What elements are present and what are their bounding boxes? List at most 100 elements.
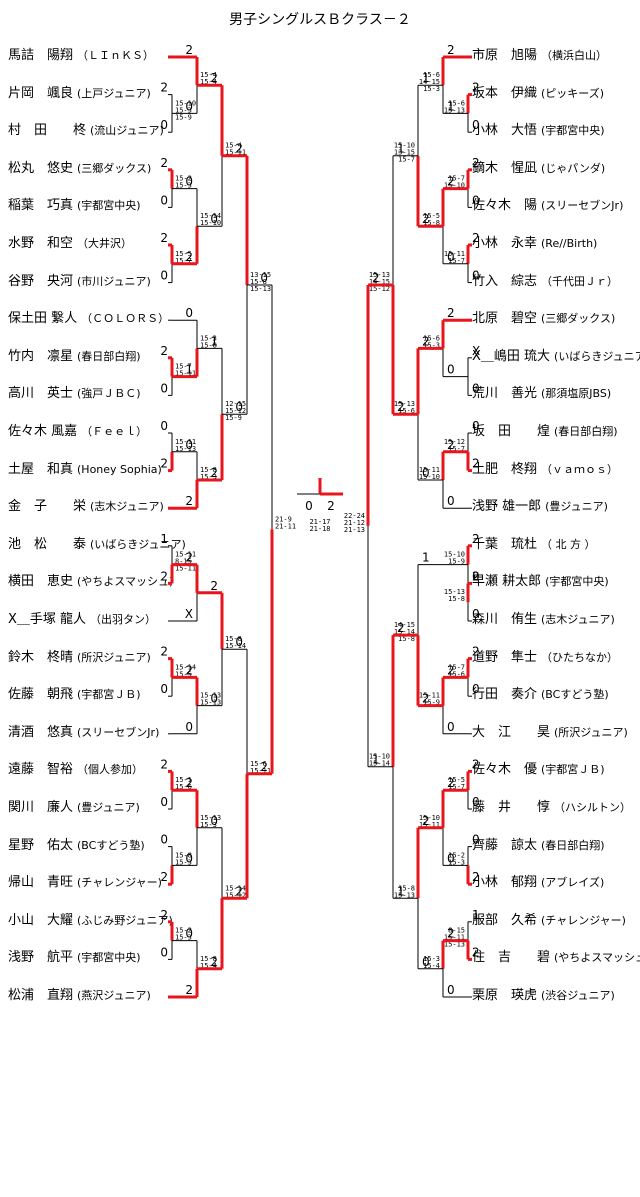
game-score: 15-10 (200, 219, 221, 227)
player-club: (那須塩原JBS) (541, 387, 612, 401)
game-score: 15-8 (398, 884, 415, 892)
game-score: 14-15 (394, 621, 415, 629)
player-club: (強戸ＪＢＣ) (77, 387, 141, 401)
set-count: 0 (472, 682, 480, 696)
set-count: 2 (160, 81, 168, 95)
player-club: (渋谷ジュニア) (541, 989, 615, 1002)
left-player-4: 松丸 悠史(三郷ダックス) (8, 161, 151, 177)
player-name: 遠藤 智裕 (8, 762, 74, 778)
game-score: 15-14 (394, 628, 415, 636)
game-score: 14-15 (369, 278, 390, 286)
game-score: 15-13 (200, 692, 221, 700)
game-score: 15-14 (175, 663, 196, 671)
game-score: 15-3 (200, 473, 217, 481)
player-name: 池 松 泰 (8, 536, 87, 552)
player-club: （ 北 方 ） (541, 537, 596, 551)
game-score: 15-11 (444, 250, 465, 258)
set-count: 2 (160, 457, 168, 471)
set-count: 2 (185, 551, 193, 565)
set-count: 2 (447, 175, 455, 189)
player-club: (豊ジュニア) (77, 801, 140, 814)
set-count: 1 (397, 884, 405, 898)
player-club: (春日部白翔) (541, 838, 605, 852)
set-count: 2 (185, 776, 193, 790)
player-name: 荒川 善光 (472, 386, 538, 402)
player-name: 道野 隼士 (472, 649, 538, 665)
game-score: 15-11 (175, 551, 196, 559)
game-score: 15-5 (448, 776, 465, 784)
game-score: 15-14 (225, 884, 246, 892)
final-left-score: 0 (305, 499, 313, 513)
player-name: 佐々木 優 (472, 762, 538, 778)
player-club: (宇都宮中央) (541, 124, 605, 138)
game-score: 15-14 (369, 760, 390, 768)
player-name: 行田 奏介 (472, 687, 538, 703)
player-club: （大井沢） (77, 237, 133, 250)
set-count: 2 (210, 579, 218, 593)
player-name: 鏑木 惺凪 (472, 160, 538, 176)
game-score: 15-12 (369, 285, 390, 293)
player-club: (いばらきジュニア) (90, 537, 186, 551)
player-club: (志木ジュニア) (90, 500, 164, 514)
right-player-5: 佐々木 陽(スリーセブンJr) (472, 198, 623, 214)
set-count: 0 (185, 175, 193, 189)
left-player-8: 保土田 繋人（ＣＯＬＯＲＳ） (8, 311, 169, 327)
player-club: (宇都宮中央) (545, 575, 609, 589)
player-club: (所沢ジュニア) (554, 725, 628, 739)
player-club: (所沢ジュニア) (77, 650, 151, 664)
game-score: 15-2 (175, 927, 192, 935)
set-count: 0 (160, 795, 168, 809)
right-player-22: 齊藤 諒太(春日部白翔) (472, 838, 605, 854)
game-score: 15-14 (200, 212, 221, 220)
set-count: 2 (472, 81, 480, 95)
game-score: 15-13 (200, 814, 221, 822)
set-count: 0 (185, 720, 193, 734)
player-club: (いばらきジュニア) (554, 349, 640, 363)
player-name: 小山 大耀 (8, 912, 74, 928)
set-count: 2 (472, 231, 480, 245)
set-count: 2 (185, 494, 193, 508)
game-score: 15-11 (419, 466, 440, 474)
game-score: 15-12 (444, 438, 465, 446)
player-name: 金 子 栄 (8, 499, 87, 515)
player-name: 横田 恵史 (8, 574, 74, 590)
set-count: 2 (422, 814, 430, 828)
right-player-21: 藤 井 惇（ハシルトン） (472, 800, 631, 816)
game-score: 15-3 (175, 858, 192, 866)
game-score: 15-4 (200, 78, 217, 86)
game-score: 15-8 (448, 595, 465, 603)
game-score: 15-10 (444, 182, 465, 190)
right-player-16: 森川 侑生(志木ジュニア) (472, 612, 615, 628)
player-club: （ＣＯＬＯＲＳ） (81, 312, 170, 326)
set-count: 0 (472, 269, 480, 283)
set-count: 2 (472, 532, 480, 546)
game-score: 15-8 (423, 219, 440, 227)
game-score: 15-3 (200, 334, 217, 342)
left-player-22: 星野 佑太(BCすどう塾) (8, 838, 145, 854)
game-score: 15-8 (250, 278, 267, 286)
player-name: 松浦 直翔 (8, 988, 74, 1003)
right-player-8: 北原 碧空(三郷ダックス) (472, 311, 615, 327)
right-player-1: 市原 旭陽（横浜白山） (472, 48, 607, 64)
player-club: (三郷ダックス) (77, 161, 152, 175)
player-club: (やちよスマッシュ) (77, 575, 174, 589)
R-match-7: X0 (467, 344, 480, 396)
game-score: 15-10 (444, 551, 465, 559)
game-score: 22-24 (344, 512, 365, 520)
player-name: 片岡 颯良 (8, 85, 74, 101)
game-score: 15-7 (448, 783, 465, 791)
